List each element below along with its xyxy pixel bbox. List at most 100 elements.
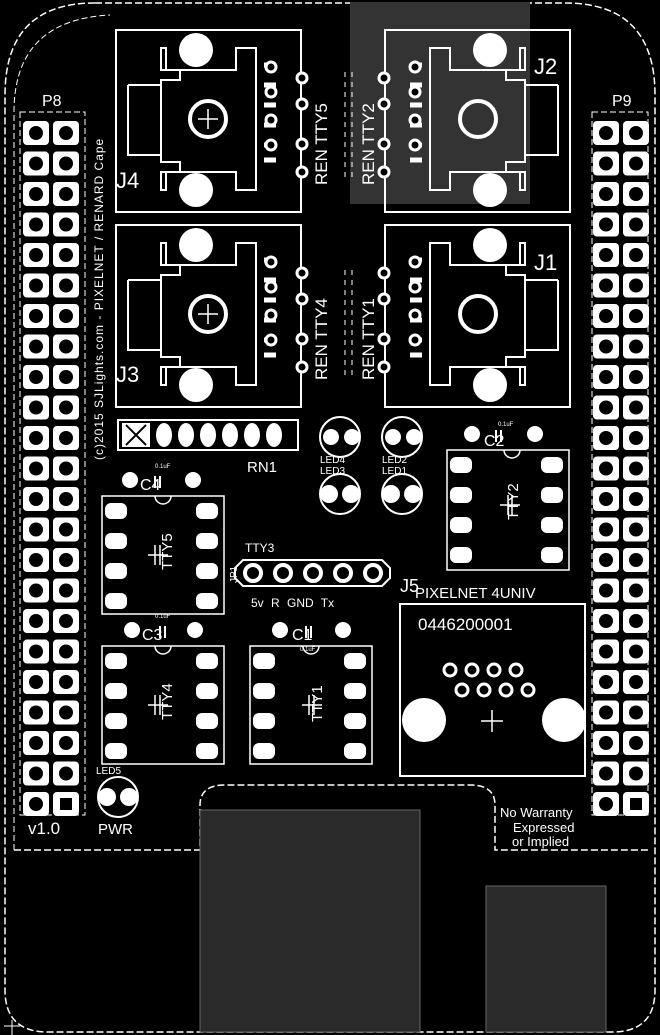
ren-dashes [344,72,353,375]
jp1-name: JP1 [229,565,240,583]
header-pin-hole [59,614,73,628]
header-pin-hole [29,187,43,201]
header-pin-hole [599,644,613,659]
header-pin-hole [29,217,43,232]
warranty-line-2: Expressed [513,820,574,835]
p9-label: P9 [612,93,632,110]
c2-value: 0.1uF [498,422,514,428]
c1-value: 0.1uF [300,647,316,653]
header-pin-hole [29,492,43,506]
header-pin-hole [59,736,73,750]
header-pin-hole [59,675,73,689]
header-pin-hole [29,675,43,689]
chip-tty5 [101,495,225,615]
pixelnet-title: PIXELNET 4UNIV [415,585,536,602]
header-pin-hole [599,339,613,354]
chip-tty2 [446,449,570,571]
jp1-label: TTY3 [245,541,275,555]
header-pin-hole [59,156,73,171]
header-pin-hole [629,126,643,140]
header-pin-hole [599,156,613,171]
header-pin-hole [29,400,43,415]
c2-label: C2 [484,433,505,450]
header-pin-hole [629,705,643,720]
header-pin-hole [29,339,43,354]
cap-c2 [464,426,543,442]
jack-j3 [115,224,309,408]
c4-value: 0.1uF [155,464,171,470]
large-pad-left [199,809,421,1033]
rn1-resistor-network [117,419,299,451]
header-pin-hole [599,309,613,323]
header-pin-hole [599,522,613,537]
j4-label: J4 [116,168,139,193]
header-pin-hole [29,614,43,628]
header-pin-hole [629,522,643,537]
p9-pin-header [593,121,649,816]
vertical-credit: (c)2015 SJLights.com - PIXELNET / RENARD… [92,138,106,460]
inner-cutout-outline [14,784,648,851]
header-pin-hole [629,431,643,445]
header-pin-hole [630,798,642,810]
header-pin-hole [599,705,613,720]
header-pin-hole [59,553,73,567]
header-pin-hole [59,431,73,445]
header-pin-hole [599,400,613,415]
jack-j1 [377,224,571,408]
header-pin-hole [599,248,613,262]
j2-label: J2 [534,54,557,79]
c1-label: C1 [292,627,313,644]
header-pin-hole [599,217,613,232]
header-pin-hole [29,431,43,445]
header-pin-hole [629,614,643,628]
header-pin-hole [59,400,73,415]
header-pin-hole [59,492,73,506]
header-pin-hole [629,461,643,476]
header-pin-hole [599,461,613,476]
led2-label: LED2 [382,455,407,466]
led3-label: LED3 [320,466,345,477]
c4-label: C4 [140,477,161,494]
header-pin-hole [599,797,613,811]
header-pin-hole [599,492,613,506]
cap-c3 [124,622,203,638]
c3-label: C3 [142,627,163,644]
large-pad-right [485,885,607,1033]
header-pin-hole [629,492,643,506]
header-pin-hole [29,766,43,781]
header-pin-hole [59,278,73,293]
ren-tty4-label: REN TTY4 [312,298,331,380]
header-pin-hole [59,248,73,262]
header-pin-hole [29,522,43,537]
led1-label: LED1 [382,466,407,477]
ren-tty1-label: REN TTY1 [359,298,378,380]
header-pin-hole [629,675,643,689]
cap-c1 [272,622,351,638]
header-pin-hole [599,370,613,384]
header-pin-hole [599,278,613,293]
header-pin-hole [59,583,73,598]
header-pin-hole [29,309,43,323]
header-pin-hole [29,705,43,720]
p8-label: P8 [42,93,62,110]
header-pin-hole [599,187,613,201]
header-pin-hole [629,156,643,171]
header-pin-hole [629,644,643,659]
header-pin-hole [629,400,643,415]
header-pin-hole [629,187,643,201]
header-pin-hole [59,309,73,323]
ren-tty5-label: REN TTY5 [312,103,331,185]
header-pin-hole [629,553,643,567]
version-label: v1.0 [28,819,60,838]
header-pin-hole [29,583,43,598]
header-pin-hole [629,583,643,598]
rn1-label: RN1 [247,459,277,476]
pixelnet-part-number: 0446200001 [418,615,513,634]
chip-tty4 [101,645,225,765]
header-pin-hole [59,187,73,201]
header-pin-hole [629,766,643,781]
p9-header-outline [591,111,649,816]
led5-label: LED5 [96,766,121,777]
header-pin-hole [59,522,73,537]
